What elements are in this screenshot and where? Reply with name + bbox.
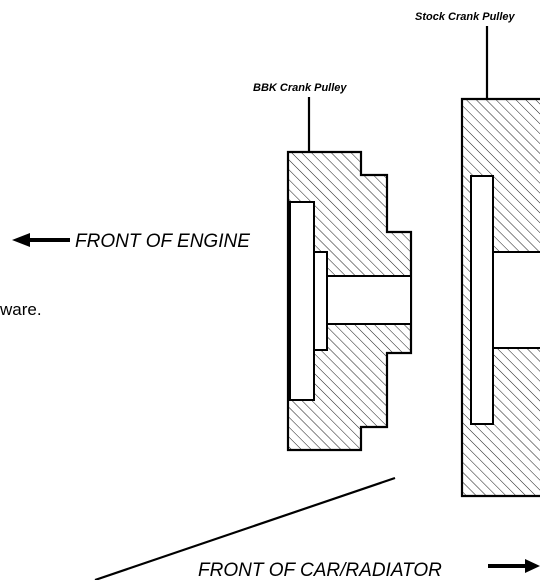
partial-text: ware. [0,300,42,319]
arrow-left-icon [12,233,70,247]
front-of-car-label: FRONT OF CAR/RADIATOR [198,560,442,580]
bbk-pulley-bore [326,275,412,325]
arrow-right-icon [488,559,540,573]
stock-pulley-bore [492,251,540,349]
diagonal-reference-line [94,476,396,580]
stock-pulley-groove [470,175,494,425]
bbk-pulley-groove [289,201,315,401]
bbk-pulley-label: BBK Crank Pulley [253,82,347,94]
front-of-engine-label: FRONT OF ENGINE [75,231,250,252]
stock-pulley-label: Stock Crank Pulley [415,11,516,23]
bbk-pulley-step [313,251,328,351]
